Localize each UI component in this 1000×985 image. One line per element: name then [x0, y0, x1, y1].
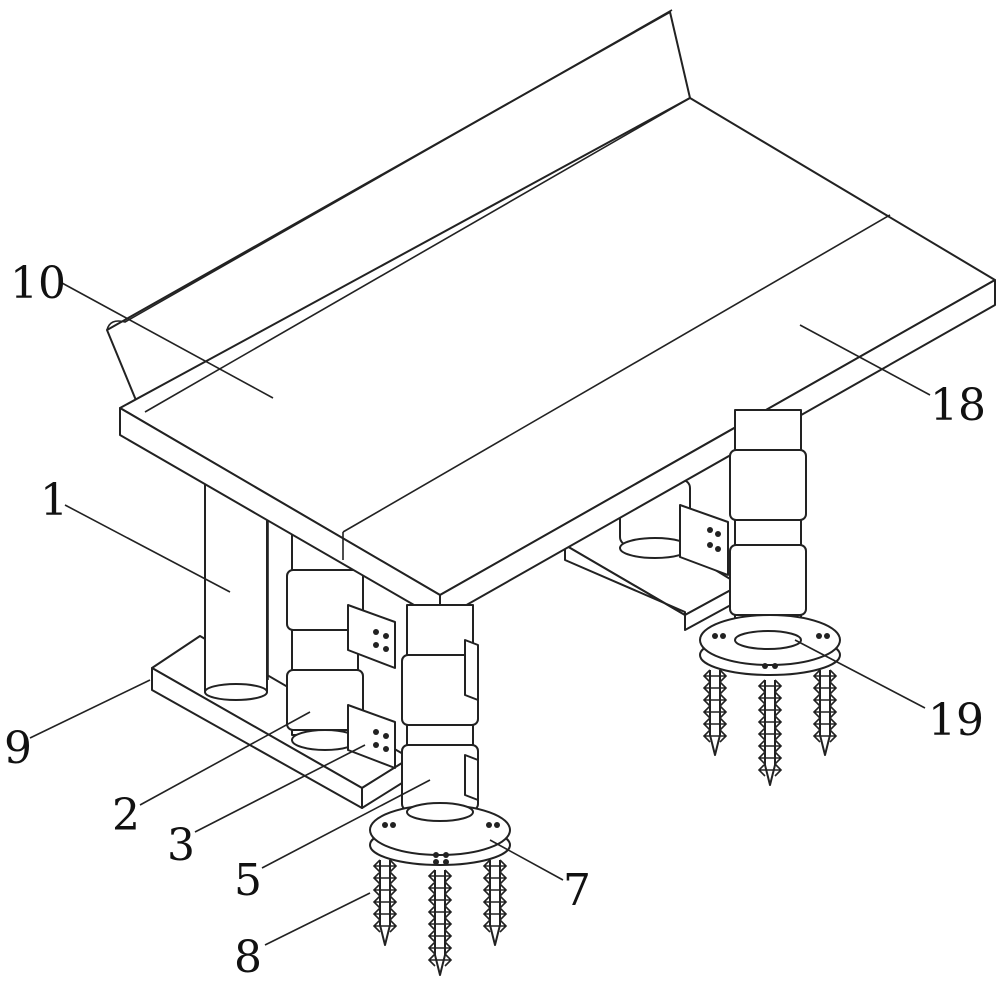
screw [484, 860, 506, 945]
base-disc-front [370, 803, 510, 865]
label-1: 1 [40, 475, 68, 526]
screw [429, 870, 451, 975]
right-leg [730, 410, 806, 640]
label-3: 3 [167, 820, 195, 871]
base-disc-right [700, 615, 840, 675]
screw [759, 680, 781, 785]
screw [704, 670, 726, 755]
label-10: 10 [10, 258, 66, 309]
label-19: 19 [928, 695, 984, 746]
label-9: 9 [4, 723, 32, 774]
label-8: 8 [234, 932, 262, 983]
label-18: 18 [930, 380, 986, 431]
label-5: 5 [234, 855, 262, 906]
screw [814, 670, 836, 755]
label-7: 7 [563, 865, 591, 916]
screw [374, 860, 396, 945]
label-2: 2 [112, 790, 140, 841]
front-leg [402, 605, 478, 815]
